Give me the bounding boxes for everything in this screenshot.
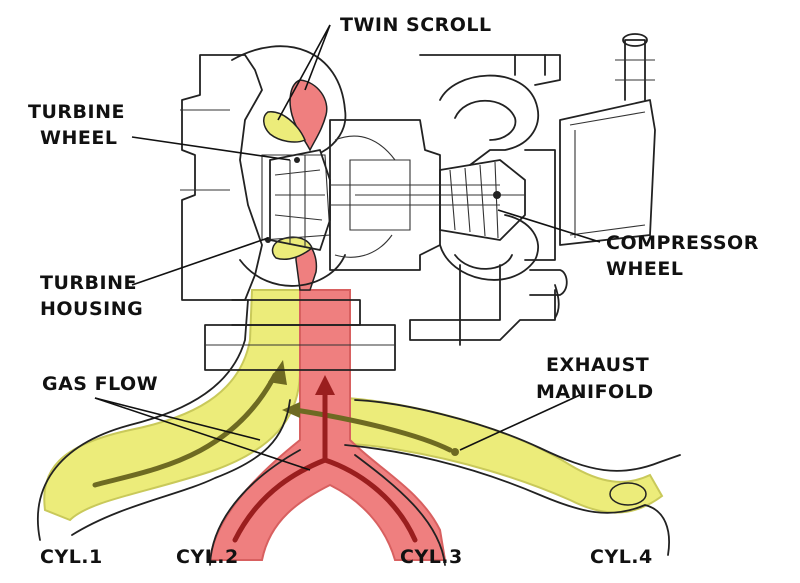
wastegate-actuator xyxy=(559,33,656,246)
label-exhaust-manifold: EXHAUST MANIFOLD xyxy=(536,354,654,403)
turbine-housing-label-line1: TURBINE xyxy=(40,272,137,294)
cylinder-labels: CYL.1 CYL.2 CYL.3 CYL.4 xyxy=(40,546,653,568)
turbine-wheel-label-line2: WHEEL xyxy=(40,127,117,149)
flow-arrows xyxy=(92,360,459,543)
exhaust-manifold-label-line1: EXHAUST xyxy=(546,354,649,376)
label-turbine-wheel: TURBINE WHEEL xyxy=(28,101,125,149)
label-twin-scroll: TWIN SCROLL xyxy=(340,14,492,36)
turbine-wheel-label-line1: TURBINE xyxy=(28,101,125,123)
twin-scroll-label: TWIN SCROLL xyxy=(340,14,492,36)
manifold-outline xyxy=(37,299,681,566)
turbine-wheel xyxy=(269,149,331,251)
compressor-wheel xyxy=(439,159,526,241)
compressor-housing xyxy=(409,54,568,346)
label-turbine-housing: TURBINE HOUSING xyxy=(40,272,143,320)
leader-lines xyxy=(94,24,601,471)
gas-flow-label: GAS FLOW xyxy=(42,373,158,395)
compressor-wheel-label-line2: WHEEL xyxy=(606,258,683,280)
cyl4-label: CYL.4 xyxy=(590,546,653,568)
label-compressor-wheel: COMPRESSOR WHEEL xyxy=(606,232,759,280)
turbine-housing-label-line2: HOUSING xyxy=(40,298,143,320)
turbine-housing xyxy=(180,45,347,301)
label-gas-flow: GAS FLOW xyxy=(42,373,158,395)
cyl3-label: CYL.3 xyxy=(400,546,463,568)
cyl1-label: CYL.1 xyxy=(40,546,103,568)
compressor-wheel-label-line1: COMPRESSOR xyxy=(606,232,759,254)
exhaust-manifold-label-line2: MANIFOLD xyxy=(536,381,654,403)
cyl2-label: CYL.2 xyxy=(176,546,239,568)
